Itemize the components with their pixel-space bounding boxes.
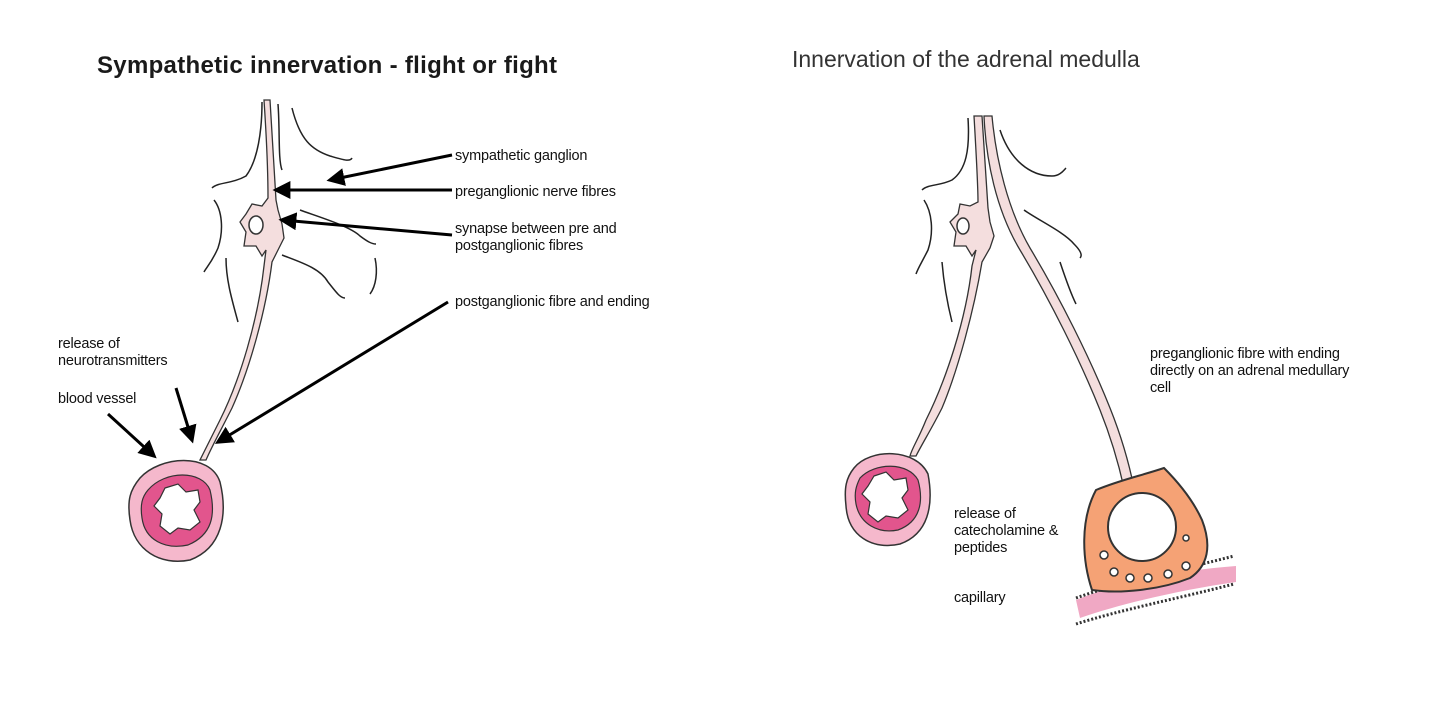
capillary [1075,554,1236,626]
label-catecholamine-line2: catecholamine & [954,523,1059,539]
adrenal-drawing [844,115,1236,626]
label-arrows [106,153,453,459]
label-synapse-line2: postganglionic fibres [455,238,583,254]
label-catecholamine-line1: release of [954,506,1016,522]
postganglionic-nerve-right [909,115,995,457]
adrenal-medullary-cell [1083,466,1209,593]
ganglion-outline-right [915,117,1082,323]
label-preganglionic-line3: cell [1150,380,1171,396]
sympathetic-innervation-diagram: Sympathetic innervation - flight or figh… [58,52,650,562]
label-preganglionic-line2: directly on an adrenal medullary [1150,363,1350,379]
blood-vessel [128,459,224,562]
ganglion-cell-nucleus-right [956,217,970,235]
label-capillary: capillary [954,590,1006,606]
label-synapse-line1: synapse between pre and [455,221,617,237]
diagram-title-right: Innervation of the adrenal medulla [792,46,1140,72]
label-release-line2: neurotransmitters [58,353,168,369]
label-release-line1: release of [58,336,120,352]
label-preganglionic-line1: preganglionic fibre with ending [1150,346,1340,362]
label-blood-vessel: blood vessel [58,391,137,407]
ganglion-outline [203,101,378,323]
label-sympathetic-ganglion: sympathetic ganglion [455,148,588,164]
blood-vessel-right [844,452,931,546]
label-catecholamine-line3: peptides [954,540,1008,556]
nerve-fibre [198,99,285,461]
preganglionic-fibre-right [983,115,1135,489]
sympathetic-drawing [106,99,453,562]
diagram-title-left: Sympathetic innervation - flight or figh… [97,52,558,79]
label-postganglionic-fibre: postganglionic fibre and ending [455,294,650,310]
adrenal-medulla-diagram: Innervation of the adrenal medulla [720,0,1440,705]
label-preganglionic-fibres: preganglionic nerve fibres [455,184,616,200]
synapse-cell-nucleus [248,215,264,235]
